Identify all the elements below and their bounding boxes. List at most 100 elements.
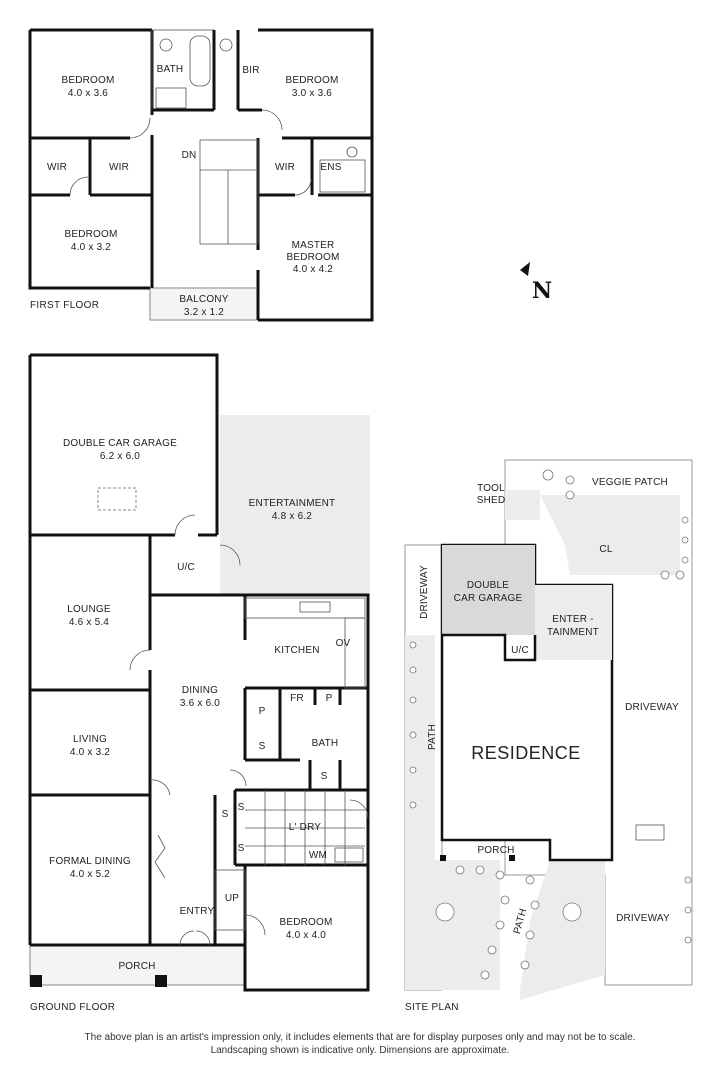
site-plan (404, 459, 693, 1000)
svg-text:DOUBLE: DOUBLE (467, 580, 509, 591)
svg-text:RESIDENCE: RESIDENCE (471, 743, 581, 763)
svg-text:4.0 x 3.2: 4.0 x 3.2 (71, 242, 111, 253)
svg-text:DRIVEWAY: DRIVEWAY (625, 702, 679, 713)
first-floor-plan (28, 28, 374, 322)
svg-text:DOUBLE CAR GARAGE: DOUBLE CAR GARAGE (63, 438, 177, 449)
svg-text:WIR: WIR (47, 162, 67, 173)
svg-text:DN: DN (182, 150, 197, 161)
svg-text:GROUND FLOOR: GROUND FLOOR (30, 1002, 115, 1013)
svg-text:L' DRY: L' DRY (289, 822, 322, 833)
site-porch-label: PORCH (477, 845, 514, 856)
gf-formal-dining-name: FORMAL DINING (49, 856, 131, 867)
disclaimer-line-2: Landscaping shown is indicative only. Di… (210, 1045, 510, 1056)
site-garage-label-2: CAR GARAGE (454, 593, 523, 604)
ground-floor-plan (28, 353, 370, 992)
ff-ensuite-label: ENS (320, 162, 341, 173)
gf-storage-4-label: S (222, 809, 229, 820)
site-veggie-label: VEGGIE PATCH (592, 477, 668, 488)
floor-plan-drawing: BEDROOM 4.0 x 3.6 BATH BIR BEDROOM 3.0 x… (28, 28, 693, 1013)
gf-entry-label: ENTRY (180, 906, 215, 917)
svg-text:WM: WM (309, 850, 327, 861)
disclaimer: The above plan is an artist's impression… (0, 1031, 720, 1057)
ff-wir-2-label: WIR (109, 162, 129, 173)
svg-text:S: S (222, 809, 229, 820)
first-floor-caption: FIRST FLOOR (30, 300, 99, 311)
svg-text:FIRST FLOOR: FIRST FLOOR (30, 300, 99, 311)
svg-text:LIVING: LIVING (73, 734, 107, 745)
site-shed-label: SHED (477, 495, 506, 506)
svg-text:PORCH: PORCH (118, 961, 155, 972)
gf-kitchen-label: KITCHEN (274, 645, 319, 656)
svg-text:S: S (259, 741, 266, 752)
site-entertainment-label-2: TAINMENT (547, 627, 599, 638)
ff-bedroom-2-size: 3.0 x 3.6 (292, 88, 332, 99)
svg-text:UP: UP (225, 893, 239, 904)
svg-text:S: S (321, 771, 328, 782)
svg-text:OV: OV (336, 638, 351, 649)
svg-text:KITCHEN: KITCHEN (274, 645, 319, 656)
svg-text:ENS: ENS (320, 162, 341, 173)
svg-text:BATH: BATH (312, 738, 339, 749)
svg-text:CAR GARAGE: CAR GARAGE (454, 593, 523, 604)
svg-text:4.0 x 5.2: 4.0 x 5.2 (70, 869, 110, 880)
gf-bath-label: BATH (312, 738, 339, 749)
gf-lounge-name: LOUNGE (67, 604, 111, 615)
svg-text:WIR: WIR (275, 162, 295, 173)
compass: N (520, 262, 552, 304)
svg-text:P: P (326, 693, 333, 704)
gf-uc-label: U/C (177, 562, 195, 573)
gf-fridge-label: FR (290, 693, 304, 704)
site-clothesline-label: CL (599, 544, 612, 555)
svg-text:ENTRY: ENTRY (180, 906, 215, 917)
gf-washing-machine-label: WM (309, 850, 327, 861)
gf-pantry-2-label: P (326, 693, 333, 704)
svg-text:3.6 x 6.0: 3.6 x 6.0 (180, 698, 220, 709)
gf-bedroom-name: BEDROOM (279, 917, 332, 928)
gf-lounge-size: 4.6 x 5.4 (69, 617, 109, 628)
gf-laundry-label: L' DRY (289, 822, 322, 833)
svg-text:4.0 x 4.0: 4.0 x 4.0 (286, 930, 326, 941)
svg-text:4.6 x 5.4: 4.6 x 5.4 (69, 617, 109, 628)
gf-bedroom-size: 4.0 x 4.0 (286, 930, 326, 941)
svg-text:VEGGIE PATCH: VEGGIE PATCH (592, 477, 668, 488)
svg-text:PATH: PATH (512, 907, 529, 935)
gf-entertainment-name: ENTERTAINMENT (249, 498, 336, 509)
ff-bir-label: BIR (242, 65, 259, 76)
svg-text:4.0 x 3.2: 4.0 x 3.2 (70, 747, 110, 758)
svg-text:N: N (532, 278, 552, 304)
svg-text:FORMAL DINING: FORMAL DINING (49, 856, 131, 867)
gf-garage-size: 6.2 x 6.0 (100, 451, 140, 462)
svg-text:4.8 x 6.2: 4.8 x 6.2 (272, 511, 312, 522)
svg-text:BEDROOM: BEDROOM (285, 75, 338, 86)
svg-text:ENTER -: ENTER - (552, 614, 593, 625)
svg-text:6.2 x 6.0: 6.2 x 6.0 (100, 451, 140, 462)
balcony-area (149, 287, 259, 321)
ff-bath-label: BATH (157, 64, 184, 75)
svg-text:BEDROOM: BEDROOM (64, 229, 117, 240)
site-driveway-bottom-label: DRIVEWAY (616, 913, 670, 924)
svg-text:ENTERTAINMENT: ENTERTAINMENT (249, 498, 336, 509)
gf-dining-size: 3.6 x 6.0 (180, 698, 220, 709)
svg-text:SITE PLAN: SITE PLAN (405, 1002, 459, 1013)
compass-letter: N (532, 278, 552, 304)
svg-text:FR: FR (290, 693, 304, 704)
svg-text:BATH: BATH (157, 64, 184, 75)
ff-master-name-1: MASTER (292, 240, 335, 251)
ff-master-size: 4.0 x 4.2 (293, 264, 333, 275)
ff-bedroom-3-size: 4.0 x 3.2 (71, 242, 111, 253)
svg-text:MASTER: MASTER (292, 240, 335, 251)
svg-text:LOUNGE: LOUNGE (67, 604, 111, 615)
svg-text:TAINMENT: TAINMENT (547, 627, 599, 638)
gf-entertainment-size: 4.8 x 6.2 (272, 511, 312, 522)
svg-text:4.0 x 4.2: 4.0 x 4.2 (293, 264, 333, 275)
svg-text:DRIVEWAY: DRIVEWAY (419, 565, 430, 619)
site-plan-caption: SITE PLAN (405, 1002, 459, 1013)
site-path-left-label: PATH (427, 724, 438, 750)
svg-text:P: P (259, 706, 266, 717)
gf-porch-label: PORCH (118, 961, 155, 972)
svg-text:TOOL: TOOL (477, 483, 505, 494)
gf-formal-dining-size: 4.0 x 5.2 (70, 869, 110, 880)
ff-bedroom-1-size: 4.0 x 3.6 (68, 88, 108, 99)
ff-wir-3-label: WIR (275, 162, 295, 173)
north-arrow-icon (520, 262, 530, 276)
